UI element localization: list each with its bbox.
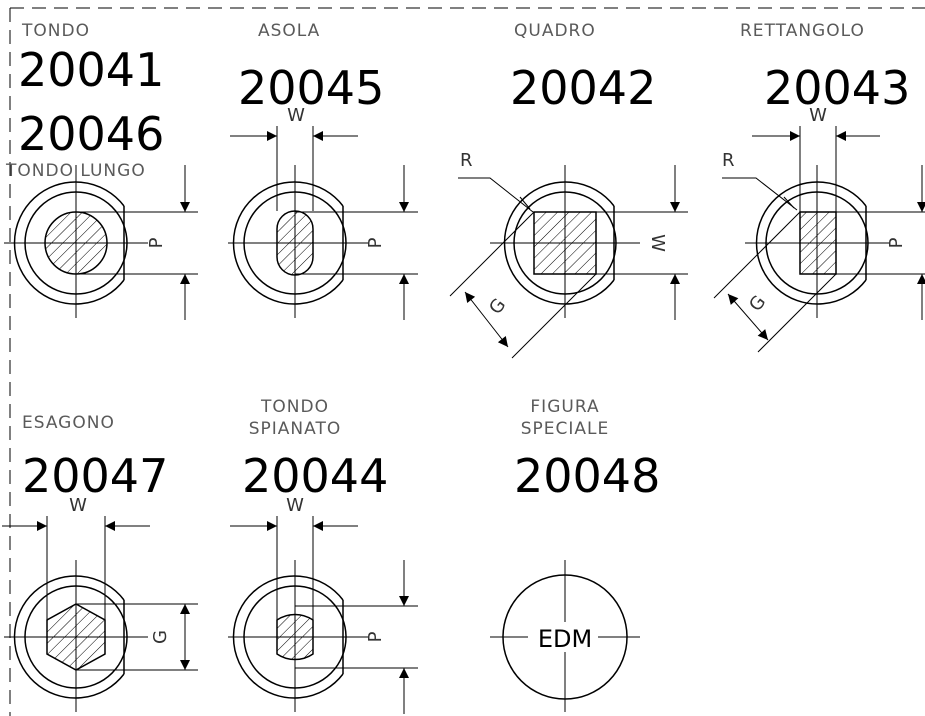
dim-label: G: [150, 630, 171, 644]
sheet-border: [9, 7, 925, 716]
dim-label-w: W: [286, 495, 304, 516]
shape-code: 20042: [510, 61, 656, 115]
shape-code: 20047: [22, 449, 168, 503]
shape-tondo: TONDO 20041 20046 TONDO LUNGO P: [4, 21, 198, 320]
dim-label: P: [146, 237, 167, 248]
dim-label: P: [365, 237, 386, 248]
shape-quadro: QUADRO 20042 R W G: [449, 21, 688, 359]
shape-esagono: ESAGONO 20047 W G: [2, 413, 198, 712]
shape-label-line2: SPIANATO: [249, 419, 341, 439]
shape-label: ESAGONO: [22, 413, 115, 433]
shape-label: TONDO: [260, 397, 329, 417]
dim-label: P: [365, 631, 386, 642]
dim-label: P: [886, 237, 907, 248]
shape-label: RETTANGOLO: [740, 21, 865, 41]
shape-code: 20048: [514, 449, 660, 503]
dim-label-w: W: [287, 105, 305, 126]
shape-label: FIGURA: [530, 397, 599, 417]
shape-label-secondary: TONDO LUNGO: [5, 161, 146, 181]
shape-code: 20043: [764, 61, 910, 115]
shape-code: 20045: [238, 61, 384, 115]
shape-label-line2: SPECIALE: [521, 419, 610, 439]
dim-label-w: W: [809, 105, 827, 126]
shape-label: ASOLA: [258, 21, 320, 41]
dim-label-g: G: [745, 292, 770, 316]
dim-label-r: R: [722, 150, 735, 171]
dim-label-w: W: [69, 495, 87, 516]
shape-label: QUADRO: [514, 21, 596, 41]
shape-code-secondary: 20046: [18, 107, 164, 161]
dim-label-r: R: [460, 150, 473, 171]
shape-figura-speciale: FIGURA SPECIALE 20048 EDM: [490, 397, 660, 712]
dim-label-g: G: [485, 295, 510, 319]
shape-code: 20044: [242, 449, 388, 503]
shape-asola: ASOLA 20045 W P: [228, 21, 418, 320]
inner-label: EDM: [538, 625, 592, 653]
shape-code: 20041: [18, 43, 164, 97]
dim-label: W: [647, 234, 668, 252]
shape-rettangolo: RETTANGOLO 20043 W R P G: [713, 21, 925, 353]
shape-tondo-spianato: TONDO SPIANATO 20044 W P: [228, 397, 418, 714]
shape-label: TONDO: [21, 21, 90, 41]
